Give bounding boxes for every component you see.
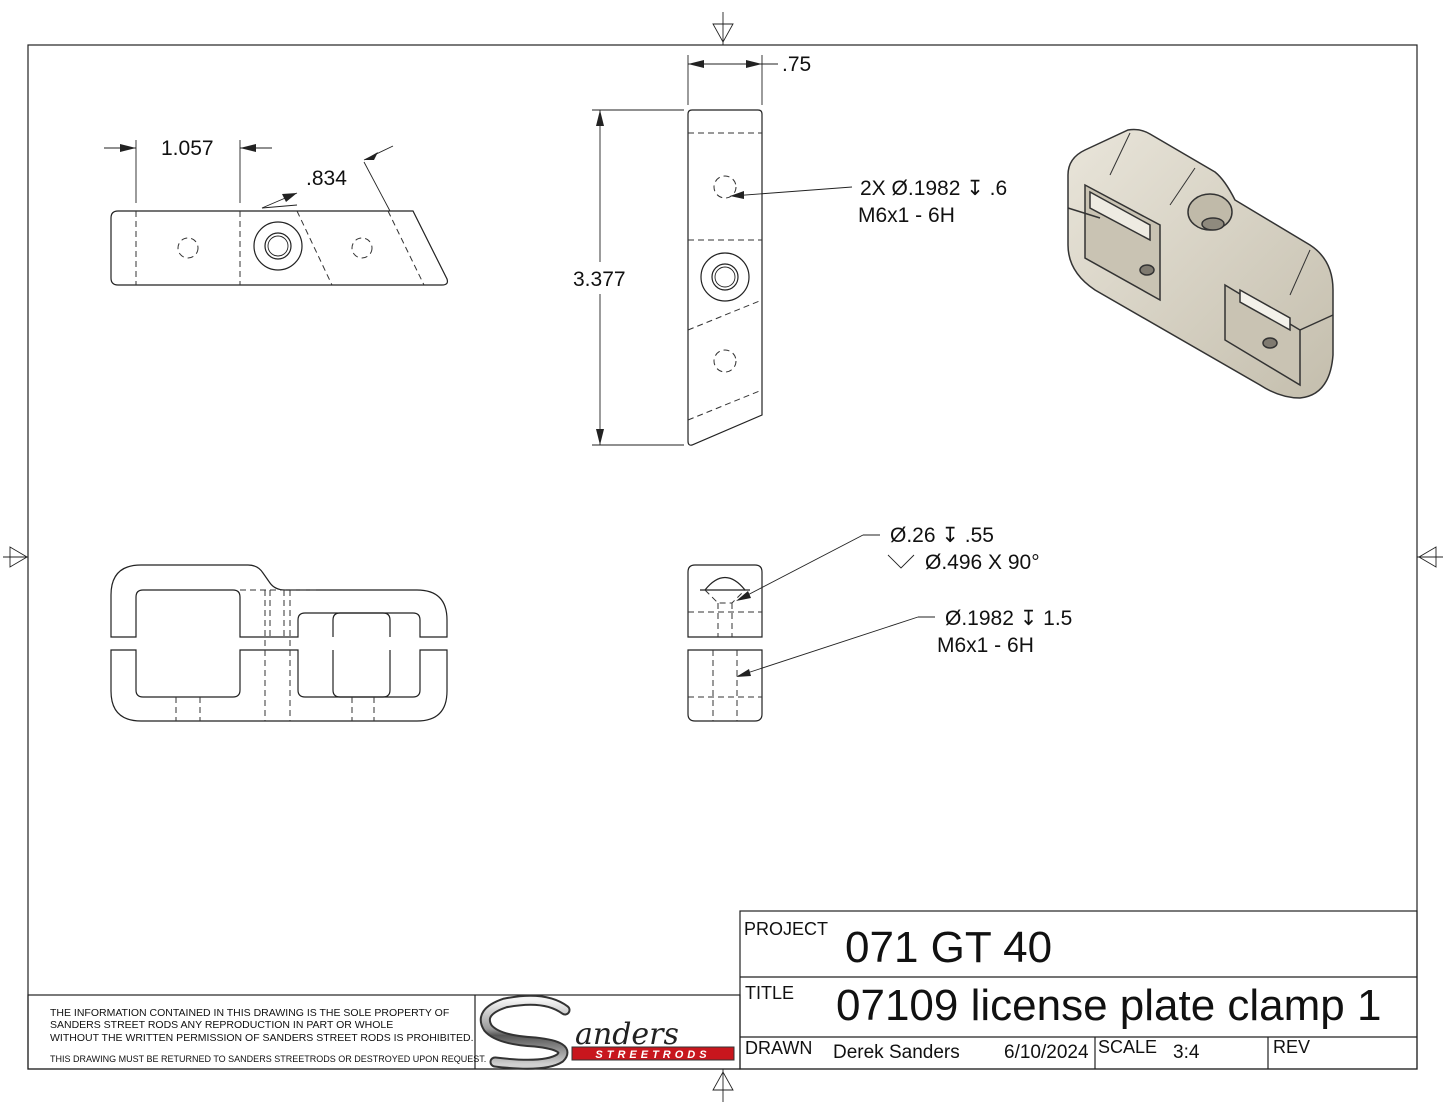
- note-line-2: SANDERS STREET RODS ANY REPRODUCTION IN …: [50, 1019, 393, 1031]
- title-block: PROJECT 071 GT 40 TITLE 07109 license pl…: [739, 910, 1418, 1070]
- callout-front-hole: 2X Ø.1982 ↧ .6: [860, 177, 1007, 200]
- top-view: 1.057 .834: [104, 137, 449, 286]
- center-marks: [3, 12, 1443, 1102]
- callout-side-tap: Ø.1982 ↧ 1.5: [945, 607, 1072, 630]
- note-line-1: THE INFORMATION CONTAINED IN THIS DRAWIN…: [50, 1007, 449, 1019]
- dim-top-width: 1.057: [161, 137, 214, 160]
- notes-block: THE INFORMATION CONTAINED IN THIS DRAWIN…: [27, 994, 741, 1070]
- isometric-view: [1067, 128, 1334, 399]
- dim-front-height: 3.377: [573, 268, 626, 291]
- front-view: .75 3.377 2X Ø.1982 ↧ .6 M6x1 - 6H: [573, 53, 1007, 446]
- svg-text:anders: anders: [575, 1017, 679, 1052]
- logo-banner: STREETRODS: [595, 1049, 710, 1061]
- scale-value: 3:4: [1173, 1042, 1200, 1063]
- callout-side-csink: Ø.496 X 90°: [925, 551, 1040, 574]
- scale-label: SCALE: [1098, 1037, 1157, 1057]
- drawn-label: DRAWN: [745, 1038, 812, 1058]
- callout-side-thread: M6x1 - 6H: [937, 634, 1034, 657]
- note-line-3: WITHOUT THE WRITTEN PERMISSION OF SANDER…: [50, 1032, 474, 1044]
- callout-side-cbore: Ø.26 ↧ .55: [890, 524, 994, 547]
- rev-label: REV: [1273, 1037, 1310, 1057]
- dim-top-offset: .834: [306, 167, 347, 190]
- drawn-date: 6/10/2024: [1004, 1042, 1089, 1063]
- dim-front-thickness: .75: [782, 53, 811, 76]
- side-view: Ø.26 ↧ .55 Ø.496 X 90° Ø.1982 ↧ 1.5 M6x1…: [687, 524, 1072, 722]
- project-value: 071 GT 40: [845, 923, 1052, 972]
- note-line-4: THIS DRAWING MUST BE RETURNED TO SANDERS…: [50, 1054, 486, 1064]
- sanders-logo: anders STREETRODS: [479, 994, 735, 1070]
- drawn-by: Derek Sanders: [833, 1042, 960, 1063]
- title-value: 07109 license plate clamp 1: [836, 981, 1381, 1030]
- bottom-view: [110, 564, 448, 722]
- callout-front-thread: M6x1 - 6H: [858, 204, 955, 227]
- project-label: PROJECT: [744, 919, 828, 939]
- title-label: TITLE: [745, 983, 794, 1003]
